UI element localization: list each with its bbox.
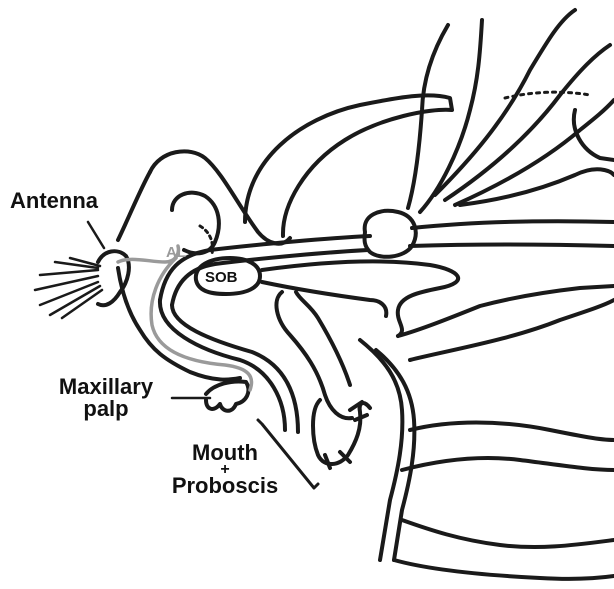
sob-label: SOB: [205, 270, 238, 285]
antennal-lobe-label: AL: [166, 245, 186, 260]
antenna-pointer-line: [88, 222, 104, 248]
nerve-cord-mid: [410, 245, 614, 247]
ventral-curve-lower-2: [410, 423, 614, 441]
head-capsule-inner: [118, 172, 150, 240]
wing-stalk-outline-2: [420, 20, 482, 212]
ventral-thorax-shape: [410, 300, 614, 360]
gut-ventral: [262, 282, 386, 316]
leg-segment-2: [394, 560, 614, 579]
leg-segment-1: [402, 520, 614, 547]
maxillary-label-line2: palp: [46, 398, 166, 420]
nerve-cord-top: [412, 221, 614, 228]
mouth-label-line2: Proboscis: [160, 475, 290, 497]
wing-blade-2: [445, 45, 610, 200]
antenna-label: Antenna: [10, 190, 98, 212]
antenna-branches: [35, 258, 102, 318]
thoracic-ganglion: [365, 211, 416, 257]
maxillary-label-line1: Maxillary: [46, 376, 166, 398]
mouth-proboscis-label: Mouth + Proboscis: [160, 442, 290, 497]
clypeus-inner: [296, 292, 350, 385]
maxillary-palp-label: Maxillary palp: [46, 376, 166, 420]
maxillary-palp: [206, 382, 248, 411]
ventral-curve-lower: [402, 458, 614, 470]
